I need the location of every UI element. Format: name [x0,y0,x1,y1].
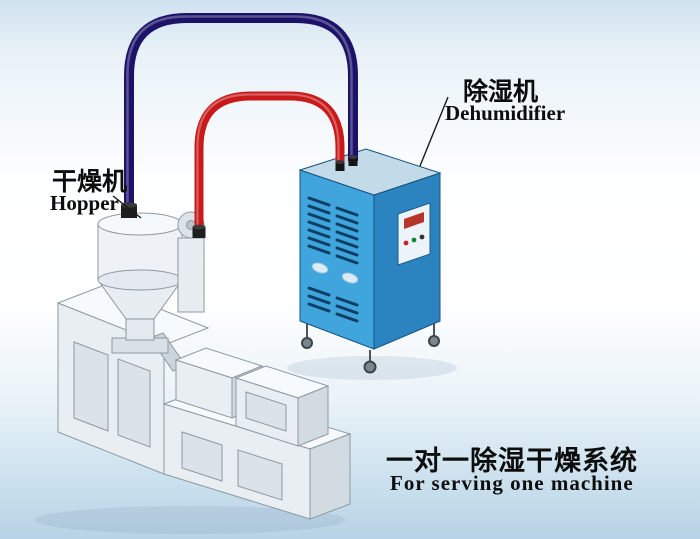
hopper-pipe-fitting [121,205,137,218]
label-dehumidifier-en: Dehumidifier [445,101,566,125]
cabinet-panel [117,358,151,448]
hot-air-pipe-highlight [196,93,340,235]
dehumidifier-front-face [299,169,375,350]
dehumidifier-return-connector-cap [348,155,358,159]
pointer-lines [112,96,449,219]
motor-side-face [297,385,329,447]
hopper-dryer [97,211,205,354]
blower-fitting-cap [192,224,206,230]
motor-panel [245,391,287,432]
hopper-pointer-line [112,195,142,219]
base-panel [237,449,283,501]
hopper-body-rim [97,269,183,291]
panel-button-green [411,237,417,243]
caster-wheel [301,337,313,349]
pipe-fittings [121,155,358,238]
base-end-face [309,433,351,520]
panel-display [404,212,424,229]
vent-slots-upper-right [335,206,359,265]
caster-wheel [428,335,440,347]
dehumidifier-hot-connector-cap [335,160,345,164]
control-panel [397,202,431,266]
label-hopper-en: Hopper [50,191,119,215]
dehumidifier-pointer-line [419,96,449,167]
panel-button-red [403,240,409,246]
casters [301,323,440,374]
base-panel [181,431,223,482]
caption-zh: 一对一除湿干燥系统 [386,446,638,477]
blower-stand [177,237,205,313]
air-pipes [124,13,358,236]
label-dehumidifier-zh: 除湿机 [463,77,539,106]
return-air-pipe-highlight [126,15,353,215]
caption-en: For serving one machine [390,471,634,495]
caster-wheel [363,360,377,374]
vent-slots-upper-left [307,196,331,255]
return-air-pipe [124,13,358,216]
cabinet-panel [73,341,109,432]
dehumidifier-return-connector [348,157,358,166]
dehumidifier-cabinet [298,148,442,374]
hopper-neck [125,317,155,341]
front-oval-vent [311,262,329,274]
vent-slots-lower [307,286,359,323]
blower-pipe-fitting [192,227,206,238]
hopper-lid [97,212,183,236]
hot-air-pipe [194,91,345,236]
panel-button-dark [419,234,425,240]
dehumidifier-hot-connector [335,162,345,171]
machine-shadow [35,506,345,534]
label-hopper-zh: 干燥机 [52,167,128,196]
front-oval-vent [341,272,359,284]
